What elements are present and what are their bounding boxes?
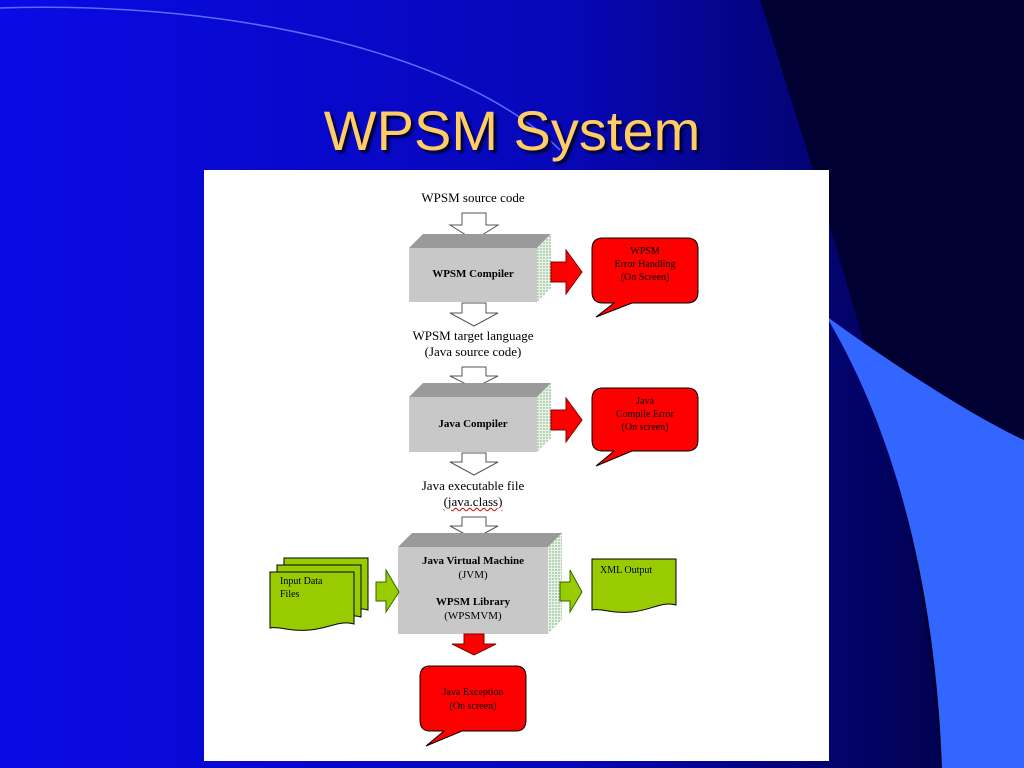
accent-curve-line	[0, 6, 561, 151]
java-error-bubble	[591, 387, 699, 467]
jvm-label-line2: (JVM)	[458, 569, 488, 581]
java-exception-bubble	[419, 665, 527, 747]
down-arrow-1	[448, 212, 500, 241]
down-arrow-3	[449, 366, 499, 389]
executable-label-line2-text: (java.class)	[443, 494, 503, 509]
wpsm-compiler-label: WPSM Compiler	[432, 268, 514, 280]
executable-label-line1: Java executable file	[421, 478, 525, 493]
java-error-line2: Compile Error	[615, 409, 675, 420]
java-error-line3: (On screen)	[621, 422, 669, 433]
jvm-label-line1: Java Virtual Machine	[421, 555, 525, 567]
wpsm-compiler-box	[409, 234, 551, 302]
input-files-label-line2: Files	[280, 589, 300, 600]
java-compiler-label: Java Compiler	[438, 418, 508, 430]
java-compiler-box	[409, 383, 551, 452]
executable-label-line2: (java.class)	[373, 494, 573, 510]
input-arrow	[375, 568, 400, 614]
error-arrow-1	[550, 248, 583, 296]
slide-title: WPSM System	[323, 99, 701, 162]
input-files-label-line1: Input Data	[280, 576, 323, 587]
java-exception-line2: (On screen)	[449, 701, 497, 712]
xml-output-label: XML Output	[600, 565, 653, 576]
flow-diagram	[269, 212, 699, 747]
library-label-line2: (WPSMVM)	[444, 610, 502, 622]
down-arrow-5	[449, 516, 499, 540]
wpsm-error-line2: Error Handling	[614, 259, 676, 270]
jvm-box	[398, 533, 562, 634]
output-arrow	[559, 569, 583, 614]
wpsm-error-line1: WPSM	[630, 246, 660, 257]
blue-accent-band	[826, 316, 1024, 768]
java-exception-line1: Java Exception	[442, 687, 504, 698]
library-label-line1: WPSM Library	[435, 596, 511, 608]
source-code-label: WPSM source code	[421, 190, 525, 205]
down-arrow-2	[449, 302, 499, 327]
xml-output-doc	[591, 558, 677, 613]
wpsm-error-bubble	[591, 237, 699, 318]
input-data-files-doc	[269, 557, 369, 631]
error-arrow-2	[550, 396, 583, 444]
wpsm-error-line3: (On Screen)	[620, 272, 670, 283]
down-arrow-4	[449, 452, 499, 476]
exception-arrow	[451, 633, 497, 656]
diagram-panel: WPSM source code WPSM target language (J…	[204, 170, 829, 761]
target-language-label-line1: WPSM target language	[412, 328, 534, 343]
target-language-label-line2: (Java source code)	[424, 344, 522, 359]
java-error-line1: Java	[636, 396, 654, 407]
